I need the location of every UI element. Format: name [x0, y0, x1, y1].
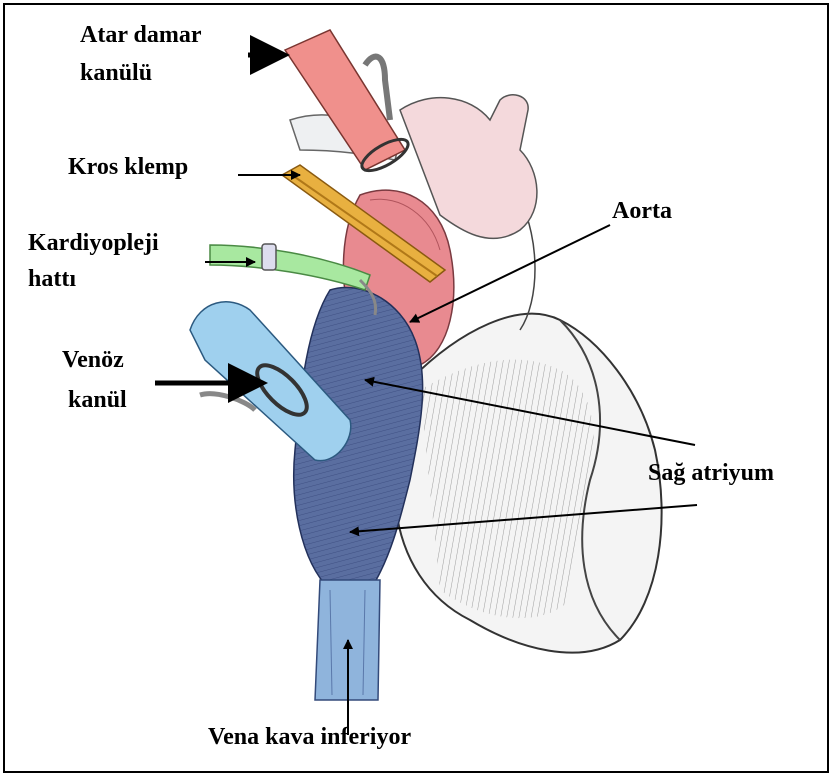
label-vena-kava-inferiyor: Vena kava inferiyor	[208, 722, 411, 752]
arterial-cannula	[285, 30, 413, 177]
label-aorta: Aorta	[612, 196, 672, 226]
label-sag-atriyum: Sağ atriyum	[648, 458, 774, 488]
label-kardiyopleji-line2: hattı	[28, 264, 76, 294]
label-atar-damar-line1: Atar damar	[80, 20, 202, 50]
label-venoz-line2: kanül	[68, 385, 127, 415]
label-kros-klemp: Kros klemp	[68, 152, 188, 182]
label-kardiyopleji-line1: Kardiyopleji	[28, 228, 159, 258]
label-atar-damar-line2: kanülü	[80, 58, 152, 88]
label-venoz-line1: Venöz	[62, 345, 124, 375]
